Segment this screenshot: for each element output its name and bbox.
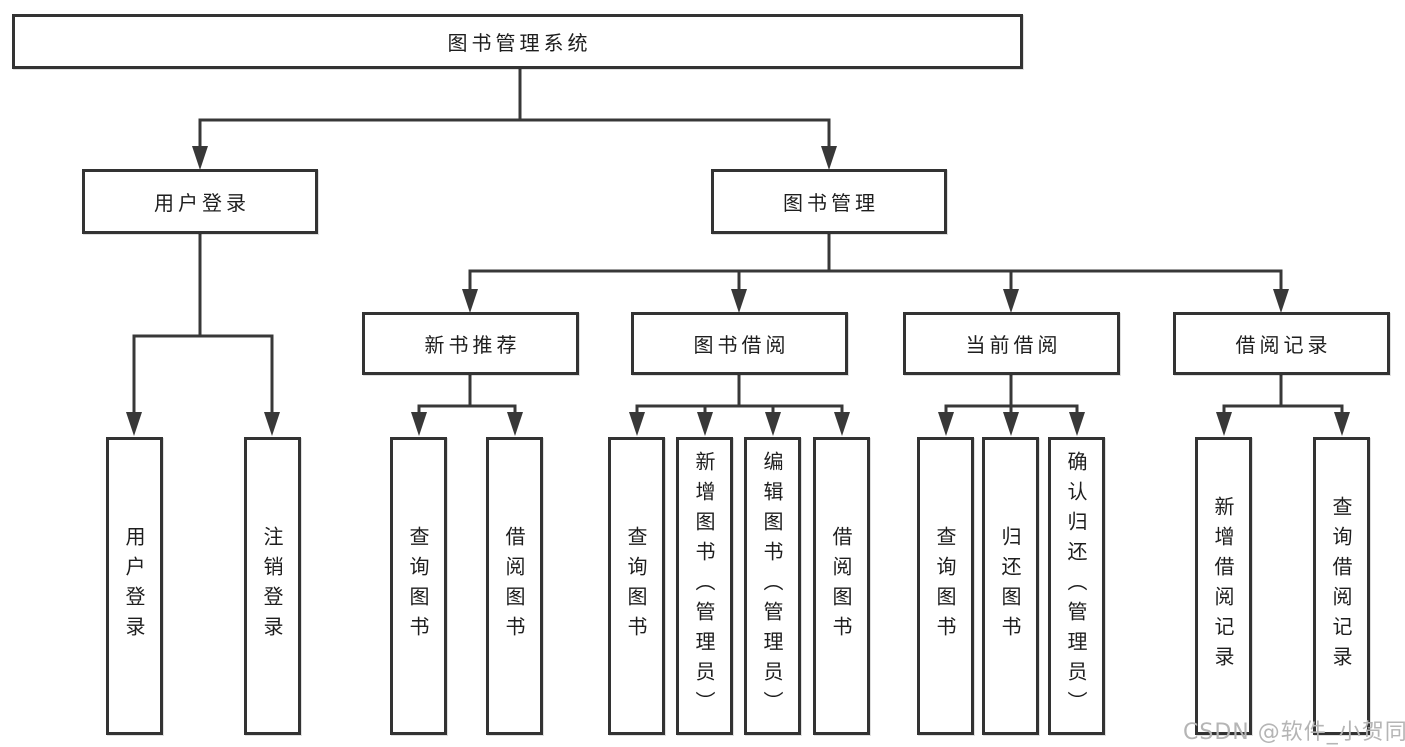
- node-root-library-system: 图书管理系统: [12, 14, 1023, 69]
- arrowhead: [697, 412, 713, 436]
- leaf-query-books-recommend: 查询图书: [390, 437, 447, 735]
- connector-new-book-branch: [417, 375, 517, 414]
- leaf-confirm-return-admin: 确认归还（管理员）: [1048, 437, 1105, 735]
- arrowhead: [1273, 289, 1289, 313]
- node-borrow-records: 借阅记录: [1173, 312, 1390, 375]
- node-user-login: 用户登录: [82, 169, 318, 234]
- arrowhead: [731, 289, 747, 313]
- leaf-borrow-books: 借阅图书: [813, 437, 870, 735]
- arrowhead: [462, 289, 478, 313]
- arrowhead: [1003, 412, 1019, 436]
- leaf-borrow-books-recommend: 借阅图书: [486, 437, 543, 735]
- leaf-add-book-admin: 新增图书（管理员）: [676, 437, 733, 735]
- connector-current-borrow-branch: [944, 375, 1079, 414]
- arrowhead: [264, 412, 280, 436]
- arrowhead: [411, 412, 427, 436]
- leaf-query-borrow-record: 查询借阅记录: [1313, 437, 1370, 735]
- node-book-management: 图书管理: [711, 169, 947, 234]
- arrowhead: [192, 146, 208, 170]
- arrowhead: [1069, 412, 1085, 436]
- node-current-borrow: 当前借阅: [903, 312, 1120, 375]
- arrowhead: [126, 412, 142, 436]
- arrowhead: [765, 412, 781, 436]
- leaf-edit-book-admin: 编辑图书（管理员）: [744, 437, 801, 735]
- leaf-query-books-current: 查询图书: [917, 437, 974, 735]
- arrowhead: [1334, 412, 1350, 436]
- arrowheads: [126, 146, 1350, 436]
- leaf-return-books: 归还图书: [982, 437, 1039, 735]
- node-new-book-recommend: 新书推荐: [362, 312, 579, 375]
- arrowhead: [938, 412, 954, 436]
- leaf-user-login: 用户登录: [106, 437, 163, 735]
- arrowhead: [1003, 289, 1019, 313]
- csdn-watermark: CSDN @软件_小贺同学: [1183, 720, 1405, 745]
- connector-borrow-record-branch: [1222, 375, 1344, 414]
- connector-book-management-branch: [468, 234, 1283, 292]
- connector-book-borrow-branch: [635, 375, 844, 414]
- arrowhead: [821, 146, 837, 170]
- leaf-add-borrow-record: 新增借阅记录: [1195, 437, 1252, 735]
- arrowhead: [629, 412, 645, 436]
- leaf-logout: 注销登录: [244, 437, 301, 735]
- arrowhead: [507, 412, 523, 436]
- connector-user-login-branch: [132, 234, 274, 416]
- arrowhead: [1216, 412, 1232, 436]
- arrowhead: [834, 412, 850, 436]
- connector-root: [198, 69, 831, 150]
- leaf-query-books-borrow: 查询图书: [608, 437, 665, 735]
- node-book-borrow: 图书借阅: [631, 312, 848, 375]
